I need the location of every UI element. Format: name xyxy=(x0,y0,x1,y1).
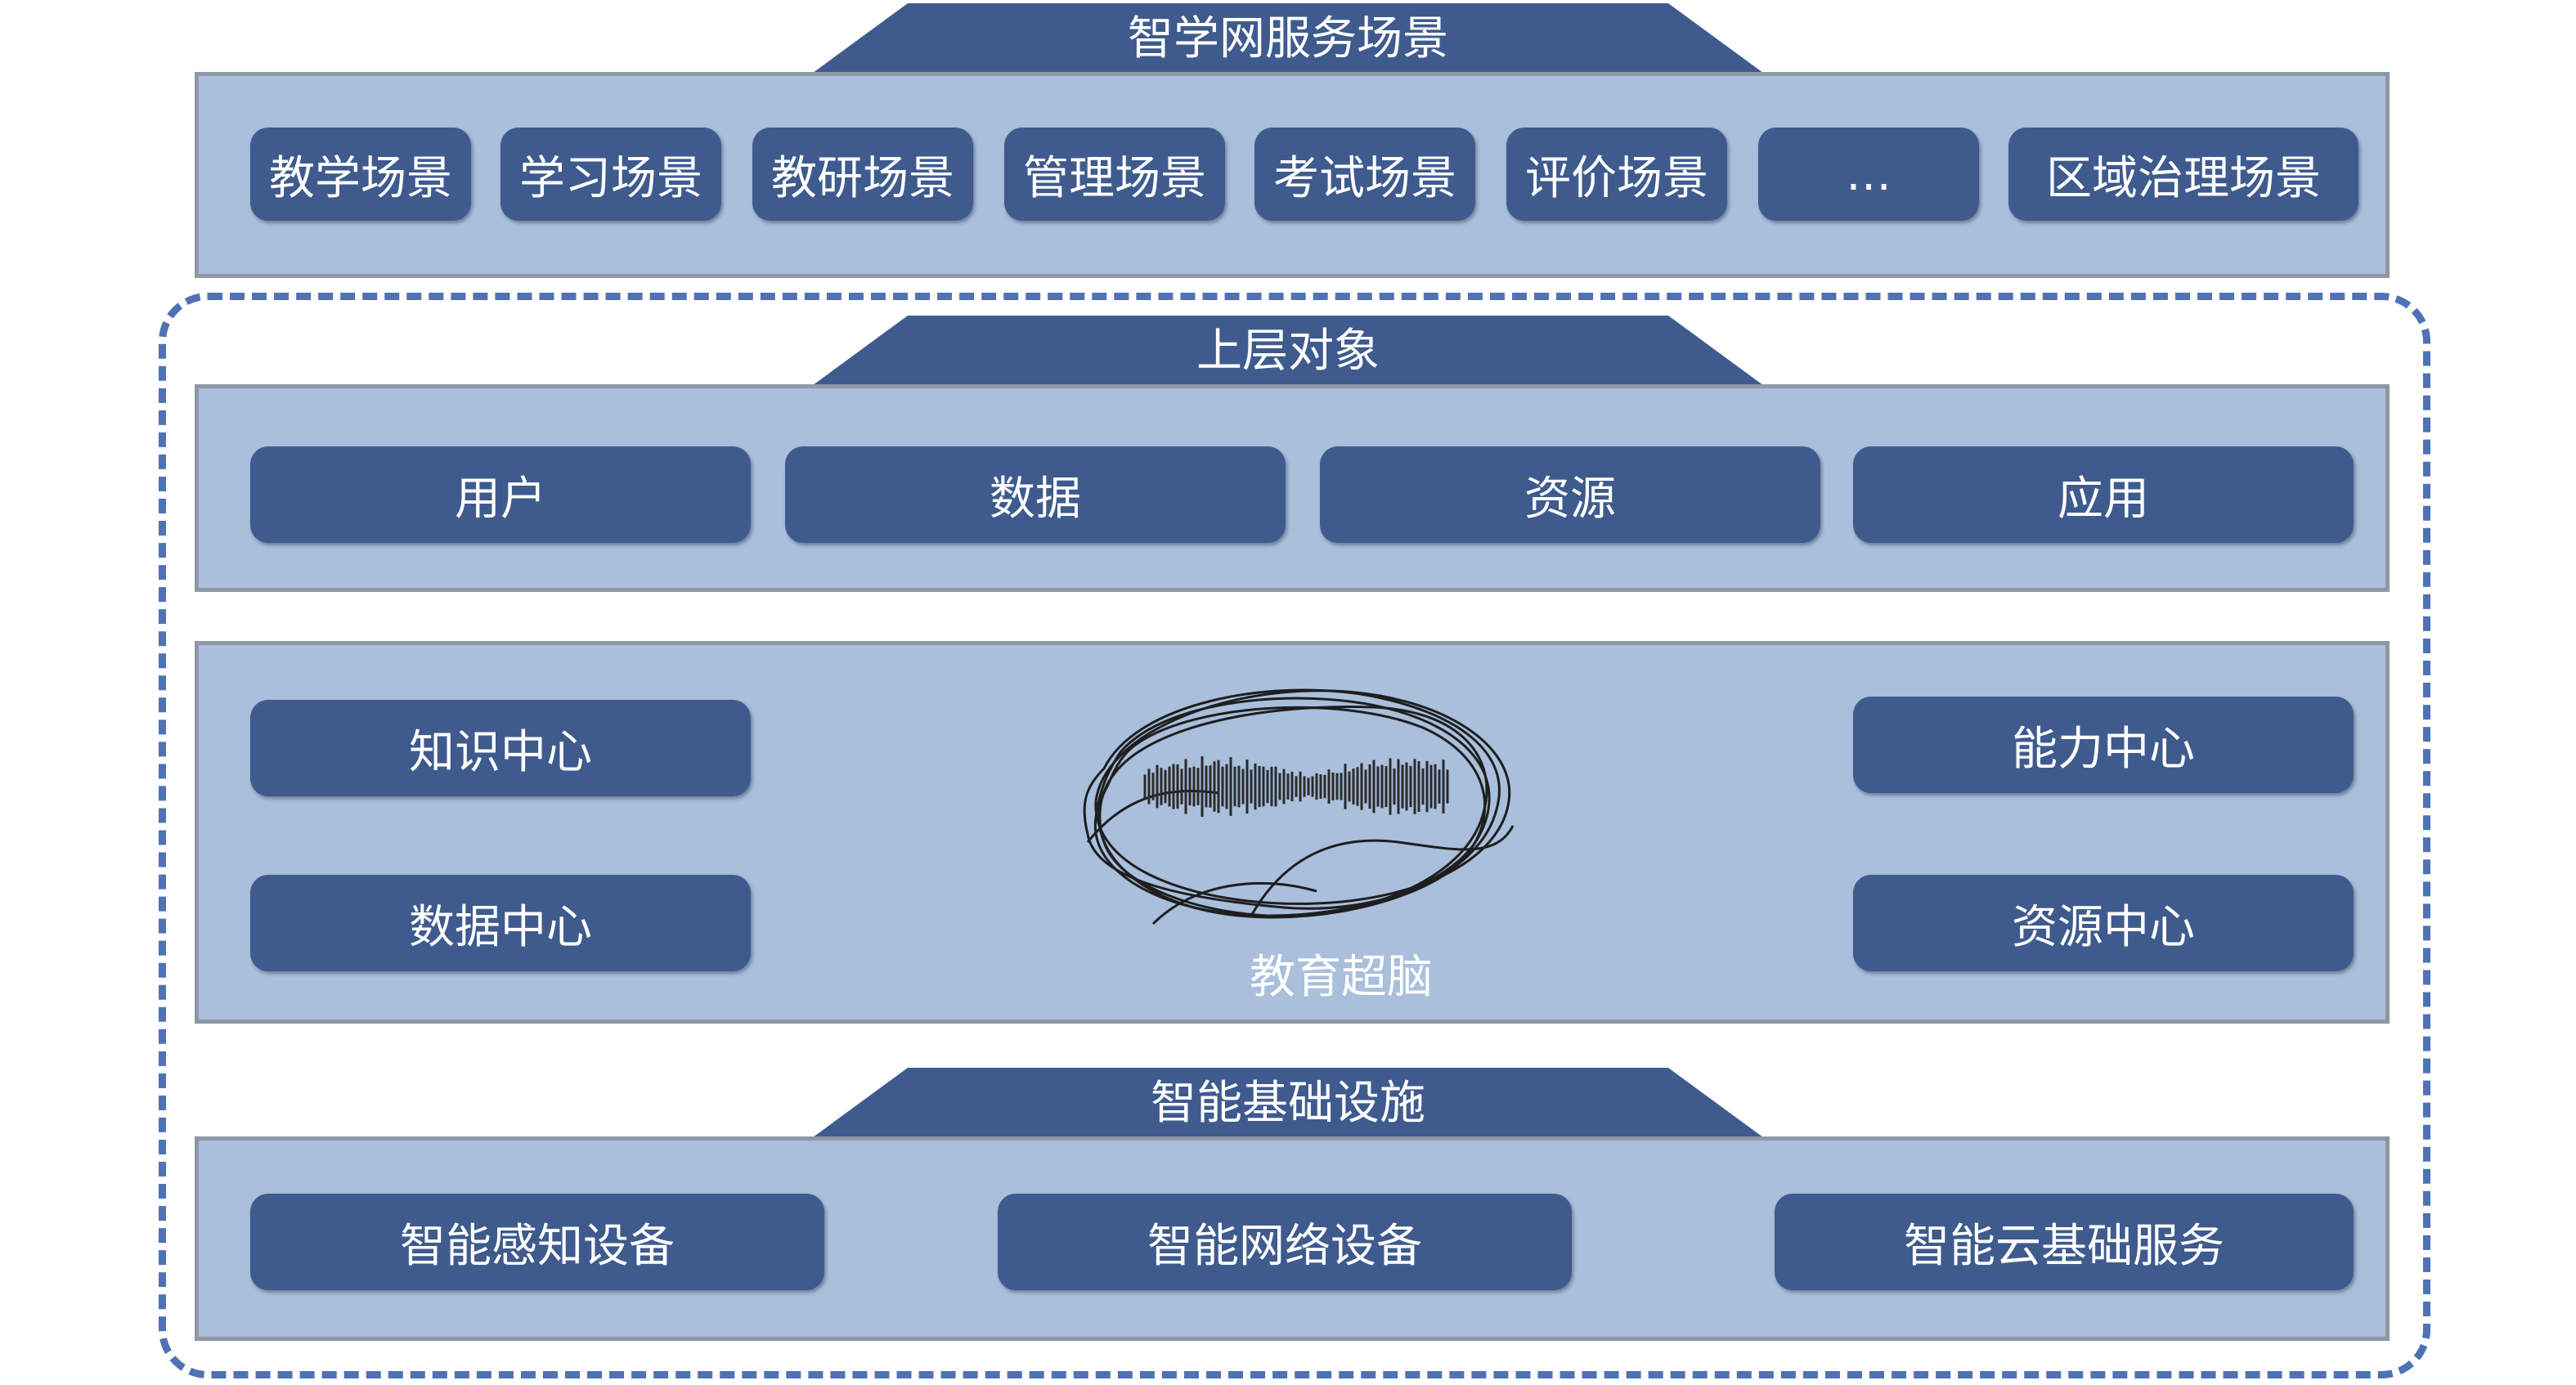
service-item-ellipsis: … xyxy=(1758,128,1979,221)
upper-layer-title-tab: 上层对象 xyxy=(810,316,1766,388)
upper-item-resources: 资源 xyxy=(1320,446,1820,543)
brain-item-capability-center: 能力中心 xyxy=(1853,697,2354,793)
service-item-teaching: 教学场景 xyxy=(250,128,471,221)
service-item-management: 管理场景 xyxy=(1004,128,1225,221)
upper-item-data: 数据 xyxy=(785,446,1286,543)
upper-item-applications: 应用 xyxy=(1853,446,2354,543)
upper-item-users: 用户 xyxy=(250,446,751,543)
service-item-exam: 考试场景 xyxy=(1254,128,1475,221)
infra-item-cloud-services: 智能云基础服务 xyxy=(1775,1194,2354,1290)
brain-item-knowledge-center: 知识中心 xyxy=(250,700,751,796)
brain-waveform-icon xyxy=(1083,688,1515,926)
service-item-evaluation: 评价场景 xyxy=(1506,128,1727,221)
service-layer-title: 智学网服务场景 xyxy=(1128,12,1448,65)
brain-center-label: 教育超脑 xyxy=(1250,951,1433,1004)
upper-layer-title: 上层对象 xyxy=(1196,325,1380,378)
infra-item-network-devices: 智能网络设备 xyxy=(998,1194,1572,1290)
service-item-research: 教研场景 xyxy=(752,128,973,221)
service-item-learning: 学习场景 xyxy=(500,128,721,221)
service-layer-title-tab: 智学网服务场景 xyxy=(810,3,1766,75)
service-item-regional-governance: 区域治理场景 xyxy=(2008,128,2358,221)
infra-layer-title-tab: 智能基础设施 xyxy=(810,1068,1766,1140)
dashed-boundary-frame xyxy=(159,293,2430,1378)
infra-layer-title: 智能基础设施 xyxy=(1151,1077,1425,1130)
brain-item-data-center: 数据中心 xyxy=(250,875,751,971)
brain-item-resource-center: 资源中心 xyxy=(1853,875,2354,971)
infra-item-sensing-devices: 智能感知设备 xyxy=(250,1194,824,1290)
